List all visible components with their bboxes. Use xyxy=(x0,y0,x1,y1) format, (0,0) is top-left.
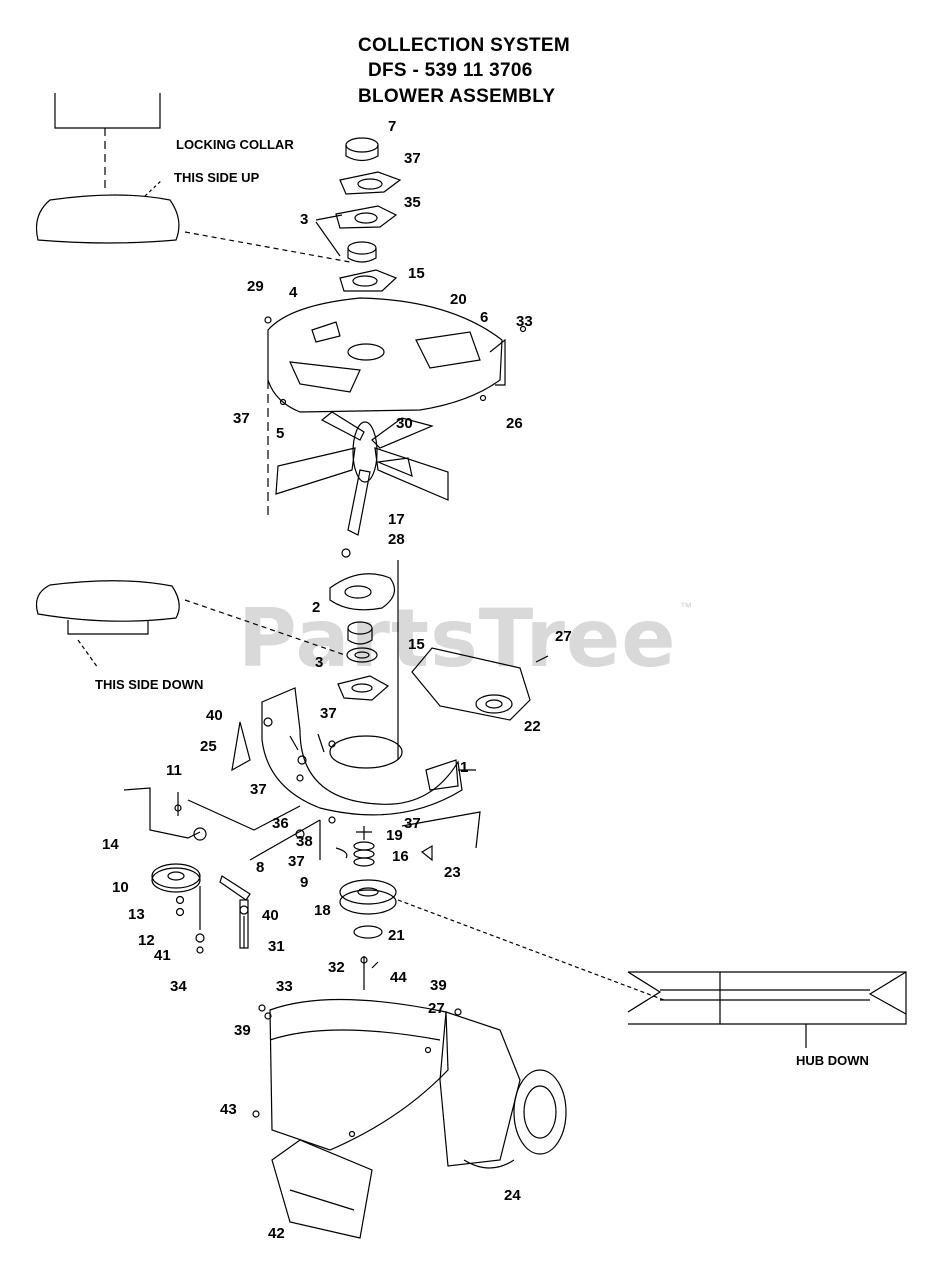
upper-blower-cover xyxy=(264,297,527,520)
part-callout-38: 38 xyxy=(296,833,313,850)
part-callout-15: 15 xyxy=(408,636,425,653)
part-callout-32: 32 xyxy=(328,959,345,976)
part-callout-6: 6 xyxy=(480,309,488,326)
part-callout-2: 2 xyxy=(312,599,320,616)
part-callout-21: 21 xyxy=(388,927,405,944)
part-callout-1: 1 xyxy=(460,759,468,776)
part-callout-40: 40 xyxy=(206,707,223,724)
part-callout-3: 3 xyxy=(300,211,308,228)
deflector-plate xyxy=(411,647,549,721)
part-callout-7: 7 xyxy=(388,118,396,135)
trademark-symbol: ™ xyxy=(680,600,692,614)
part-callout-29: 29 xyxy=(247,278,264,295)
part-callout-20: 20 xyxy=(450,291,467,308)
part-callout-43: 43 xyxy=(220,1101,237,1118)
part-callout-36: 36 xyxy=(272,815,289,832)
part-callout-19: 19 xyxy=(386,827,403,844)
part-callout-4: 4 xyxy=(289,284,298,301)
hub-down-detail xyxy=(627,971,907,1048)
part-number-callouts: 7 37 3 35 15 29 4 20 6 33 37 5 26 30 17 28 2 27 15 3 37 22 40 2… xyxy=(102,118,572,1242)
watermark: PartsTree xyxy=(238,592,677,685)
part-callout-13: 13 xyxy=(128,906,145,923)
part-callout-12: 12 xyxy=(138,932,155,949)
part-callout-37: 37 xyxy=(250,781,267,798)
lower-housing xyxy=(187,687,481,849)
part-callout-15: 15 xyxy=(408,265,425,282)
part-callout-11: 11 xyxy=(166,762,182,779)
part-callout-37: 37 xyxy=(404,150,421,167)
part-callout-25: 25 xyxy=(200,738,217,755)
top-bearing-stack xyxy=(315,137,402,292)
this-side-down-caption: THIS SIDE DOWN xyxy=(95,677,204,692)
part-callout-31: 31 xyxy=(268,938,285,955)
part-callout-22: 22 xyxy=(524,718,541,735)
part-callout-37: 37 xyxy=(288,853,305,870)
part-callout-30: 30 xyxy=(396,415,413,432)
linkage-parts xyxy=(123,787,433,867)
part-callout-14: 14 xyxy=(102,836,119,853)
part-callout-33: 33 xyxy=(516,313,533,330)
locking-collar-caption: LOCKING COLLAR xyxy=(176,137,294,152)
main-pulley xyxy=(339,879,665,1001)
part-callout-35: 35 xyxy=(404,194,421,211)
part-callout-10: 10 xyxy=(112,879,129,896)
part-callout-17: 17 xyxy=(388,511,405,528)
part-callout-40: 40 xyxy=(262,907,279,924)
impeller-fan xyxy=(275,411,449,536)
bolt-32 xyxy=(360,956,379,990)
title-line-2: DFS - 539 11 3706 xyxy=(368,60,533,81)
part-callout-26: 26 xyxy=(506,415,523,432)
part-callout-39: 39 xyxy=(430,977,447,994)
part-callout-24: 24 xyxy=(504,1187,521,1204)
part-callout-41: 41 xyxy=(154,947,171,964)
part-callout-39: 39 xyxy=(234,1022,251,1039)
part-callout-3: 3 xyxy=(315,654,323,671)
part-callout-33: 33 xyxy=(276,978,293,995)
part-callout-37: 37 xyxy=(404,815,421,832)
this-side-up-caption: THIS SIDE UP xyxy=(174,170,260,185)
part-callout-28: 28 xyxy=(388,531,405,548)
this-side-down-detail xyxy=(35,580,346,669)
part-callout-42: 42 xyxy=(268,1225,285,1242)
part-callout-27: 27 xyxy=(428,1000,445,1017)
part-callout-18: 18 xyxy=(314,902,331,919)
part-callout-16: 16 xyxy=(392,848,409,865)
part-callout-37: 37 xyxy=(320,705,337,722)
part-callout-44: 44 xyxy=(390,969,407,986)
title-line-1: COLLECTION SYSTEM xyxy=(358,35,570,56)
locking-collar-detail xyxy=(35,93,351,263)
part-callout-23: 23 xyxy=(444,864,461,881)
part-callout-27: 27 xyxy=(555,628,572,645)
title-line-3: BLOWER ASSEMBLY xyxy=(358,86,556,107)
part-callout-9: 9 xyxy=(300,874,308,891)
hub-down-caption: HUB DOWN xyxy=(796,1053,869,1068)
discharge-chute xyxy=(252,998,567,1239)
idler-pulley-group xyxy=(151,819,321,954)
lower-bearing-stack xyxy=(329,548,399,760)
part-callout-37: 37 xyxy=(233,410,250,427)
part-callout-34: 34 xyxy=(170,978,187,995)
part-callout-5: 5 xyxy=(276,425,284,442)
part-callout-8: 8 xyxy=(256,859,264,876)
